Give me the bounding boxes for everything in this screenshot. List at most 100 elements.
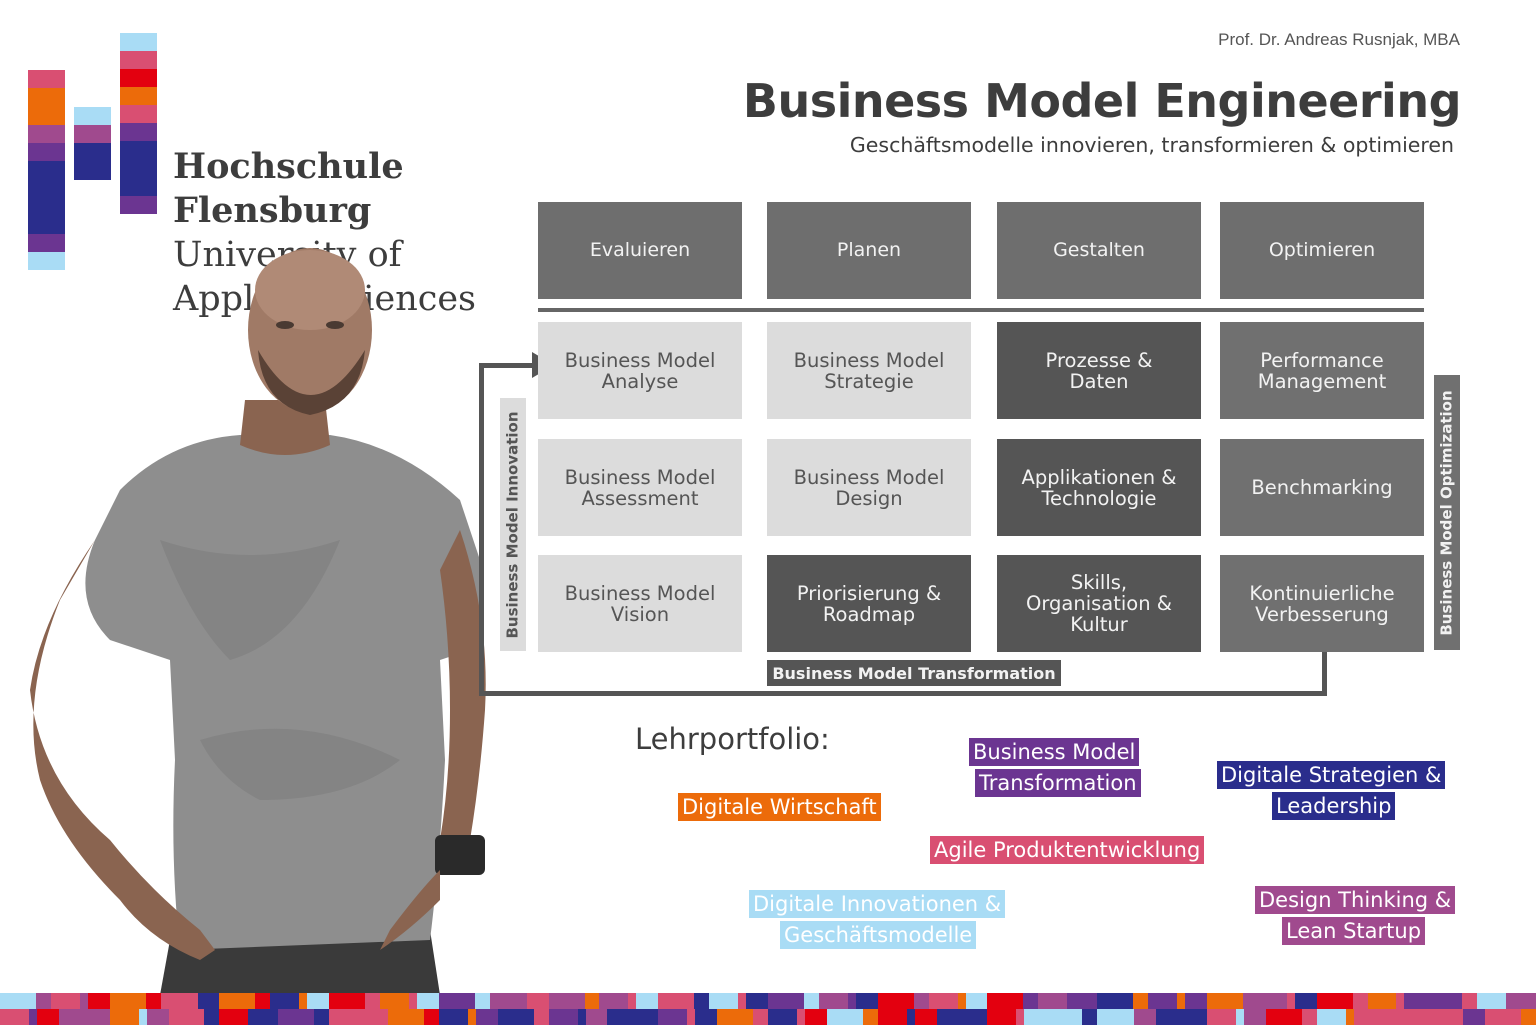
- stripe-block: [1265, 1009, 1302, 1025]
- cell-business-model-vision: Business Model Vision: [538, 555, 742, 652]
- cell-benchmarking: Benchmarking: [1220, 439, 1424, 536]
- stripe-block: [928, 993, 958, 1009]
- cell-business-model-design: Business Model Design: [767, 439, 971, 536]
- stripe-block: [1257, 993, 1287, 1009]
- stripe-block: [965, 993, 988, 1009]
- stripe-block: [1301, 1009, 1317, 1025]
- phase-planen: Planen: [767, 202, 971, 299]
- stripe-block: [248, 1009, 257, 1025]
- logo-bar-left: [28, 70, 65, 270]
- stripe-block: [694, 993, 710, 1009]
- cell-performance-management: Performance Management: [1220, 322, 1424, 419]
- logo-bar-right: [120, 33, 157, 214]
- stripe-block: [957, 993, 966, 1009]
- portfolio-tag-line: Lean Startup: [1282, 917, 1426, 945]
- stripe-block: [79, 993, 88, 1009]
- stripe-block: [1016, 1009, 1025, 1025]
- cell-business-model-assessment: Business Model Assessment: [538, 439, 742, 536]
- stripe-block: [1514, 993, 1536, 1009]
- stripe-block: [307, 993, 330, 1009]
- stripe-block: [607, 1009, 644, 1025]
- stripe-block: [168, 1009, 205, 1025]
- stripe-block: [548, 1009, 578, 1025]
- stripe-block: [1396, 993, 1405, 1009]
- stripe-block: [160, 993, 190, 1009]
- stripe-block: [1235, 1009, 1244, 1025]
- stripe-block: [416, 993, 439, 1009]
- stripe-block: [818, 993, 848, 1009]
- stripe-block: [518, 993, 527, 1009]
- author-name: Prof. Dr. Andreas Rusnjak, MBA: [1218, 30, 1460, 49]
- stripe-block: [1046, 1009, 1083, 1025]
- stripe-block: [255, 993, 271, 1009]
- cell-business-model-analyse: Business Model Analyse: [538, 322, 742, 419]
- stripe-block: [936, 1009, 973, 1025]
- stripe-block: [1148, 993, 1177, 1009]
- stripe-block: [358, 1009, 367, 1025]
- stripe-block: [366, 1009, 388, 1025]
- stripe-block: [408, 993, 417, 1009]
- stripe-block: [28, 1009, 37, 1025]
- phase-evaluieren: Evaluieren: [538, 202, 742, 299]
- transformation-label: Business Model Transformation: [767, 660, 1061, 686]
- stripe-block: [533, 1009, 549, 1025]
- stripe-block: [423, 1009, 439, 1025]
- stripe-block: [145, 993, 161, 1009]
- stripe-block: [146, 1009, 169, 1025]
- stripe-block: [1243, 1009, 1266, 1025]
- stripe-block: [1463, 1009, 1486, 1025]
- stripe-block: [585, 1009, 608, 1025]
- stripe-block: [219, 993, 256, 1009]
- page-title: Business Model Engineering: [742, 74, 1462, 128]
- stripe-block: [636, 993, 659, 1009]
- stripe-block: [329, 993, 366, 1009]
- stripe-block: [467, 1009, 476, 1025]
- stripe-block: [1097, 993, 1134, 1009]
- portfolio-tag-line: Transformation: [975, 769, 1141, 797]
- stripe-block: [972, 1009, 988, 1025]
- stripe-block: [768, 1009, 797, 1025]
- stripe-block: [270, 993, 300, 1009]
- optimization-label: Business Model Optimization: [1434, 375, 1460, 650]
- portfolio-tag-line: Digitale Innovationen &: [749, 890, 1006, 918]
- stripe-block: [717, 1009, 754, 1025]
- stripe-block: [1477, 993, 1507, 1009]
- stripe-block: [1206, 993, 1243, 1009]
- portfolio-tag-line: Business Model: [969, 738, 1140, 766]
- stripe-block: [1242, 993, 1258, 1009]
- stripe-block: [584, 993, 600, 1009]
- page-subtitle: Geschäftsmodelle innovieren, transformie…: [849, 133, 1454, 157]
- stripe-block: [1134, 1009, 1157, 1025]
- stripe-block: [314, 1009, 330, 1025]
- stripe-block: [380, 993, 409, 1009]
- stripe-block: [1294, 993, 1317, 1009]
- stripe-block: [1067, 993, 1076, 1009]
- stripe-block: [58, 1009, 95, 1025]
- stripe-block: [35, 993, 51, 1009]
- stripe-block: [1521, 1009, 1536, 1025]
- stripe-block: [1133, 993, 1149, 1009]
- stripe-block: [1455, 1009, 1464, 1025]
- stripe-block: [475, 1009, 498, 1025]
- phase-gestalten: Gestalten: [997, 202, 1201, 299]
- stripe-block: [109, 993, 146, 1009]
- stripe-block: [906, 1009, 915, 1025]
- stripe-block: [803, 993, 819, 1009]
- person-illustration: [30, 248, 486, 995]
- stripe-block: [913, 993, 929, 1009]
- portfolio-tag-line: Agile Produktentwicklung: [930, 836, 1205, 864]
- stripe-block: [1462, 993, 1478, 1009]
- stripe-block: [1411, 1009, 1427, 1025]
- stripe-block: [826, 1009, 863, 1025]
- stripe-block: [526, 993, 549, 1009]
- loop-line-left: [479, 363, 484, 696]
- stripe-block: [438, 1009, 468, 1025]
- stripe-block: [643, 1009, 659, 1025]
- stripe-block: [365, 993, 381, 1009]
- logo-line-1: Hochschule: [173, 146, 404, 187]
- stripe-block: [109, 1009, 139, 1025]
- stripe-block: [138, 1009, 147, 1025]
- stripe-row-top: [0, 993, 1536, 1009]
- stripe-block: [1506, 993, 1515, 1009]
- stripe-block: [658, 1009, 688, 1025]
